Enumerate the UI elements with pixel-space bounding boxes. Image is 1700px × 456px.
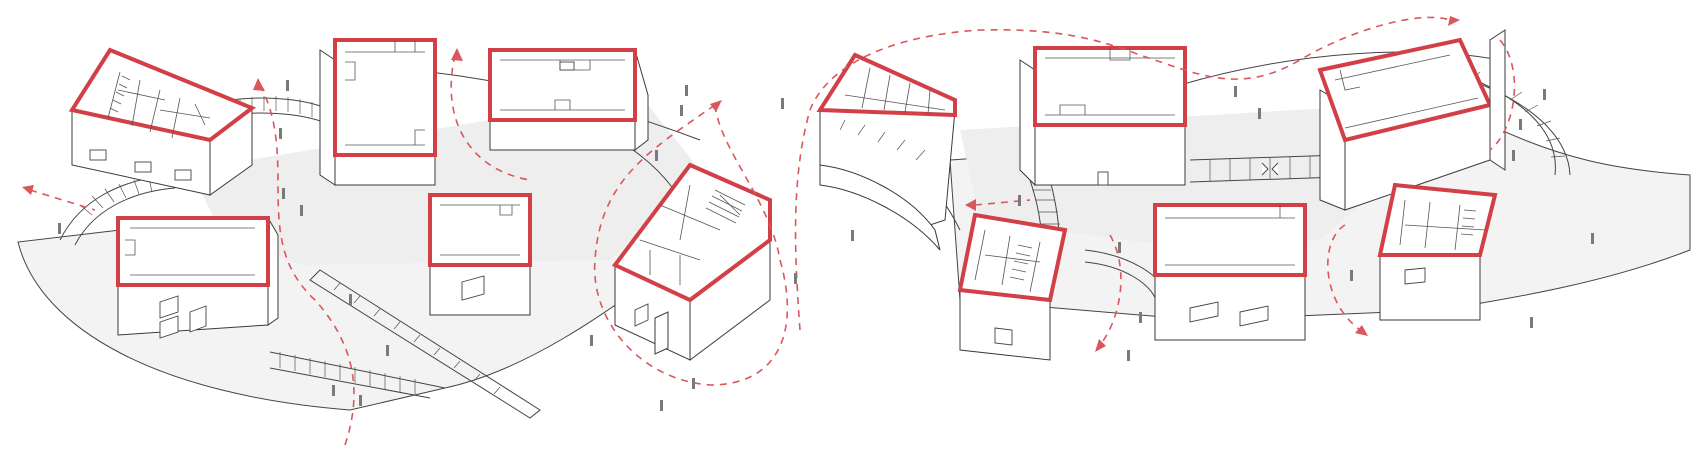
building-8 — [1019, 46, 1187, 187]
building-11 — [1317, 29, 1506, 211]
building-7 — [816, 52, 957, 251]
building-2 — [116, 216, 279, 339]
people-figures — [58, 80, 1594, 411]
building-3 — [319, 38, 437, 186]
building-1 — [68, 47, 256, 196]
building-5 — [428, 193, 532, 316]
building-12 — [1377, 182, 1498, 321]
building-4 — [488, 48, 649, 152]
circulation-routes — [22, 16, 1516, 446]
building-9 — [1153, 203, 1307, 341]
building-10 — [957, 212, 1068, 361]
building-6 — [611, 162, 772, 361]
